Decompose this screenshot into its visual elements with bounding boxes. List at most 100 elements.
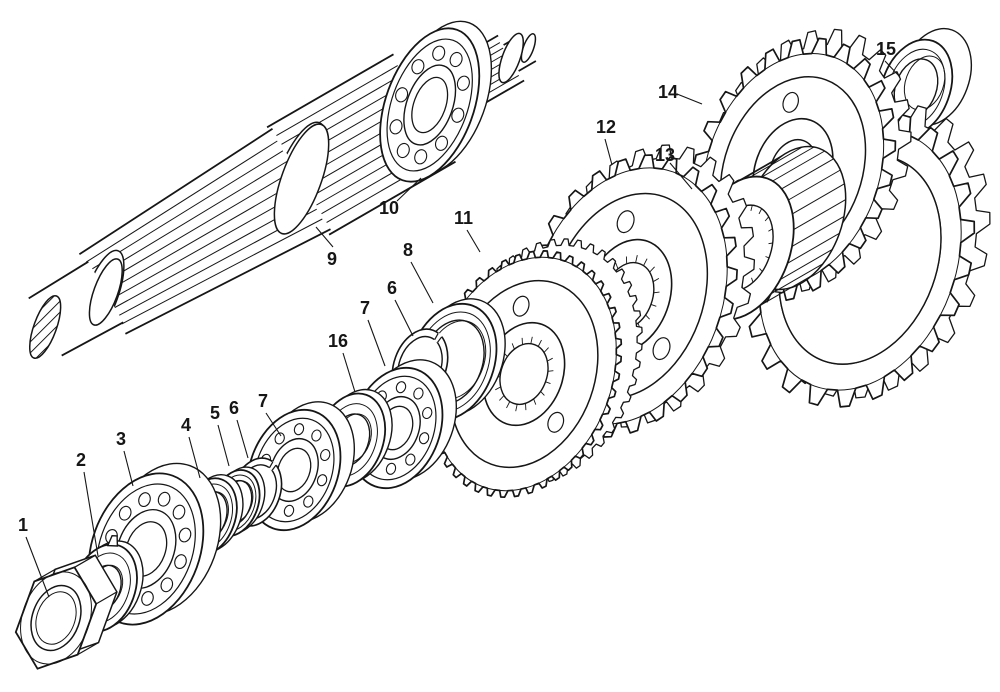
leader-line: [315, 226, 334, 248]
spline-tick: [499, 395, 505, 401]
spline-tick: [750, 205, 753, 212]
roller: [157, 491, 171, 507]
bore: [276, 447, 312, 493]
part-number: 1: [18, 515, 28, 535]
part-number: 10: [379, 198, 399, 218]
facet-edge: [74, 554, 96, 568]
part-number: 13: [655, 145, 675, 165]
part-number: 15: [876, 39, 896, 59]
spline-line: [793, 199, 846, 231]
spline-tick: [511, 343, 515, 350]
part-number: 2: [76, 450, 86, 470]
spline-line: [788, 169, 841, 201]
roller: [311, 429, 322, 442]
web-hole: [652, 337, 671, 361]
roller: [456, 75, 470, 91]
part-number: 8: [403, 240, 413, 260]
spline-tick: [533, 398, 537, 405]
spline-tick: [759, 268, 763, 272]
part-number: 16: [328, 331, 348, 351]
roller: [451, 107, 465, 123]
callout-3: 3: [116, 429, 134, 487]
body: [79, 128, 331, 334]
leader-line: [123, 450, 134, 487]
spline-tick: [645, 314, 650, 320]
leader-line: [25, 536, 50, 598]
hatch-line: [23, 292, 67, 362]
spline-line: [94, 160, 289, 278]
part-14-gear-large: [744, 103, 991, 408]
roller: [316, 474, 328, 487]
facet-edge: [77, 642, 99, 656]
leader-line: [236, 419, 249, 459]
callout-4: 4: [181, 415, 201, 479]
roller: [422, 406, 433, 420]
facet-edge: [95, 591, 118, 605]
roller: [320, 448, 331, 462]
far-cap: [273, 123, 330, 235]
callout-2: 2: [76, 450, 99, 557]
spline-tick: [515, 404, 518, 412]
spline-tick: [650, 303, 657, 307]
callout-12: 12: [596, 117, 616, 166]
spline-line: [772, 150, 825, 182]
spline-tick: [547, 357, 553, 362]
spline-line: [90, 150, 284, 271]
spline-tick: [768, 242, 773, 245]
spline-line: [770, 263, 824, 295]
spline-line: [103, 179, 301, 294]
spline-line: [791, 215, 845, 247]
lock-tab: [106, 534, 119, 547]
spline-line: [108, 189, 306, 302]
part-number: 12: [596, 117, 616, 137]
spline-tick: [537, 339, 542, 347]
chamfer-circle: [20, 571, 92, 665]
callout-8: 8: [403, 240, 434, 304]
callout-5: 5: [210, 403, 230, 467]
roller: [413, 387, 424, 400]
spline-tick: [643, 258, 648, 266]
callout-6: 6: [229, 398, 249, 459]
roller: [274, 432, 285, 445]
web-hole: [782, 91, 799, 113]
roller: [138, 492, 151, 508]
gap-edge: [434, 333, 439, 341]
spline-line: [85, 140, 278, 263]
thread-line: [35, 591, 77, 645]
leader-line: [188, 436, 201, 479]
gap-edge: [271, 464, 277, 471]
roller: [160, 577, 174, 593]
spline-tick: [530, 336, 533, 344]
hatch-line: [23, 292, 67, 362]
spline-line: [737, 150, 791, 182]
roller: [395, 381, 407, 394]
spline-tick: [653, 291, 660, 294]
spline-tick: [768, 228, 773, 232]
far-cap: [88, 258, 123, 326]
roller: [449, 51, 463, 68]
part-number: 9: [327, 249, 337, 269]
roller: [405, 453, 416, 466]
leader-line: [265, 412, 282, 437]
roller: [414, 149, 428, 165]
leader-line: [367, 319, 386, 367]
leader-line: [466, 229, 481, 253]
bore-back: [903, 55, 946, 111]
callout-7: 7: [258, 391, 282, 437]
spline-tick: [649, 266, 655, 273]
spline-line: [99, 169, 295, 286]
gap: [268, 461, 278, 472]
part-number: 3: [116, 429, 126, 449]
spline-line: [759, 274, 813, 306]
callout-6: 6: [387, 278, 414, 337]
roller: [283, 504, 295, 517]
leader-line: [676, 93, 703, 105]
hatch-line: [23, 303, 67, 362]
spline-tick: [495, 386, 501, 391]
bottom-edge: [124, 228, 331, 335]
leader-line: [342, 352, 356, 393]
callout-15: 15: [876, 39, 901, 78]
